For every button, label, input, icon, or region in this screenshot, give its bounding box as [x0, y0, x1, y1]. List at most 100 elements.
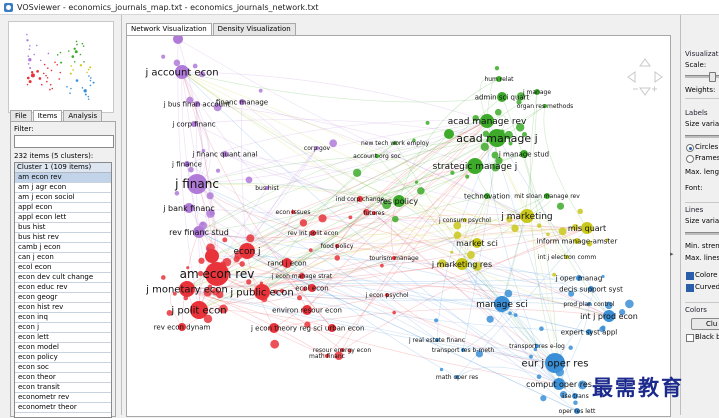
node-label[interactable]: food policy: [321, 243, 354, 250]
map-node[interactable]: [504, 130, 513, 140]
map-node[interactable]: [496, 76, 502, 82]
map-node[interactable]: [444, 129, 454, 139]
overview-map[interactable]: [8, 21, 114, 113]
filter-input[interactable]: [14, 135, 114, 148]
node-label[interactable]: oper res lett: [559, 408, 596, 415]
node-label[interactable]: j econ psychol: [365, 292, 409, 299]
map-node[interactable]: [603, 310, 615, 322]
map-node[interactable]: [435, 338, 439, 342]
frames-radio[interactable]: [686, 155, 694, 163]
tab-file[interactable]: File: [10, 110, 32, 121]
map-node[interactable]: [291, 210, 295, 214]
navigation-widget[interactable]: [625, 56, 665, 98]
node-label[interactable]: mit sloan manage rev: [514, 193, 580, 200]
map-node[interactable]: [577, 208, 583, 215]
map-node[interactable]: [552, 272, 557, 277]
node-label[interactable]: corp gov: [304, 145, 331, 152]
node-label[interactable]: res policy: [380, 197, 419, 206]
map-node[interactable]: [382, 200, 392, 210]
map-node[interactable]: [506, 216, 513, 223]
node-label[interactable]: market sci: [456, 239, 498, 248]
list-item[interactable]: am econ rev: [15, 173, 111, 183]
node-label[interactable]: econ issues: [276, 209, 311, 216]
map-node[interactable]: [203, 288, 212, 297]
node-label[interactable]: inform manage-amster: [537, 237, 618, 245]
scale-slider-handle[interactable]: [709, 72, 716, 82]
list-item[interactable]: econ j: [15, 323, 111, 333]
map-node[interactable]: [206, 192, 214, 200]
node-label[interactable]: math financ: [309, 353, 345, 360]
map-node[interactable]: [453, 231, 462, 239]
node-label[interactable]: j marketing: [500, 212, 552, 222]
map-node[interactable]: [205, 249, 219, 263]
map-node[interactable]: [265, 186, 269, 190]
map-node[interactable]: [198, 257, 205, 264]
down-arrow-icon[interactable]: [639, 87, 651, 96]
circles-radio[interactable]: [686, 144, 694, 152]
colored-lines-checkbox[interactable]: [686, 272, 694, 280]
node-label[interactable]: j polit econ: [170, 306, 226, 317]
map-node[interactable]: [254, 284, 270, 300]
node-label[interactable]: expert syst appl: [561, 328, 618, 336]
node-label[interactable]: manage sci: [476, 300, 528, 310]
map-node[interactable]: [576, 275, 582, 281]
map-node[interactable]: [494, 296, 510, 312]
map-node[interactable]: [385, 293, 389, 297]
map-node[interactable]: [434, 318, 439, 323]
map-node[interactable]: [328, 324, 336, 332]
node-label[interactable]: j finance: [171, 160, 202, 168]
map-node[interactable]: [472, 114, 479, 122]
map-node[interactable]: [239, 261, 245, 267]
map-node[interactable]: [601, 274, 605, 279]
map-node[interactable]: [329, 139, 338, 148]
map-node[interactable]: [491, 151, 499, 159]
black-background-checkbox[interactable]: [686, 334, 694, 342]
map-node[interactable]: [494, 66, 500, 71]
list-item[interactable]: appl econ: [15, 203, 111, 213]
map-node[interactable]: [586, 240, 593, 247]
node-label[interactable]: financ manage: [216, 98, 268, 106]
node-label[interactable]: strategic manage j: [433, 162, 518, 172]
map-node[interactable]: [193, 226, 205, 238]
map-node[interactable]: [216, 291, 224, 299]
map-node[interactable]: [516, 99, 522, 105]
map-node[interactable]: [588, 286, 594, 292]
map-node[interactable]: [605, 238, 610, 242]
map-node[interactable]: [334, 255, 341, 261]
map-node[interactable]: [335, 244, 339, 248]
list-item[interactable]: bus hist: [15, 223, 111, 233]
node-label[interactable]: technovation: [464, 192, 510, 200]
map-node[interactable]: [619, 309, 626, 316]
map-node[interactable]: [179, 281, 195, 297]
list-item[interactable]: econ lett: [15, 333, 111, 343]
map-node[interactable]: [258, 88, 263, 93]
map-node[interactable]: [504, 289, 513, 298]
map-node[interactable]: [581, 222, 593, 234]
map-node[interactable]: [604, 301, 613, 310]
node-label[interactable]: j monetary econ: [145, 285, 228, 296]
map-node[interactable]: [425, 120, 430, 125]
map-node[interactable]: [186, 96, 194, 104]
map-node[interactable]: [491, 163, 500, 172]
map-node[interactable]: [269, 323, 279, 333]
map-node[interactable]: [463, 218, 467, 222]
map-node[interactable]: [392, 256, 396, 260]
node-label[interactable]: math oper res: [436, 374, 478, 381]
line-size-slider[interactable]: [685, 232, 719, 235]
map-node[interactable]: [536, 223, 542, 228]
map-node[interactable]: [534, 89, 540, 95]
list-item[interactable]: bus hist rev: [15, 233, 111, 243]
map-node[interactable]: [456, 258, 468, 270]
map-node[interactable]: [484, 193, 490, 199]
map-node[interactable]: [574, 238, 580, 244]
map-node[interactable]: [205, 262, 229, 286]
map-node[interactable]: [558, 227, 567, 236]
map-node[interactable]: [533, 347, 538, 352]
node-label[interactable]: int j prod econ: [580, 312, 638, 321]
node-label[interactable]: transport res e-log: [509, 343, 565, 350]
map-node[interactable]: [586, 329, 592, 335]
list-item[interactable]: econometr theor: [15, 403, 111, 413]
node-label[interactable]: organ res methods: [517, 103, 574, 110]
cluster-header[interactable]: Cluster 1 (109 items): [15, 163, 111, 173]
zoom-in-icon[interactable]: [652, 86, 657, 92]
